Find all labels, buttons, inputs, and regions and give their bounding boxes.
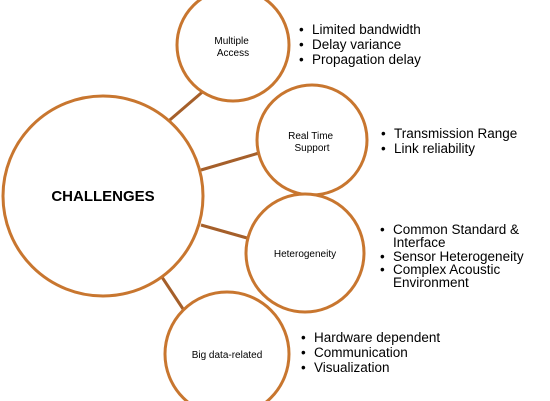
bullet-dot: • (299, 52, 304, 67)
bullet-item: Transmission Range (394, 126, 517, 141)
bullet-item: Sensor Heterogeneity (393, 249, 524, 264)
bullet-item: Visualization (314, 360, 390, 375)
node-label-line: Heterogeneity (274, 249, 336, 260)
bullet-item: Link reliability (394, 141, 475, 156)
node-label-line: Multiple (214, 36, 249, 47)
bullet-dot: • (299, 37, 304, 52)
node-circle-heterogeneity (244, 192, 366, 314)
bullet-dot: • (301, 330, 306, 345)
node-label-big-data: Big data-related (192, 350, 263, 361)
bullet-item: Communication (314, 345, 408, 360)
center-label: CHALLENGES (51, 188, 154, 205)
bullet-dot: • (381, 141, 386, 156)
bullet-dot: • (299, 22, 304, 37)
bullet-item: Limited bandwidth (312, 22, 421, 37)
node-circle-multiple-access (175, 0, 291, 103)
node-label-line: Big data-related (192, 350, 263, 361)
bullet-list-real-time-support: • Transmission Range • Link reliability (381, 126, 517, 156)
bullet-item: Common Standard & Interface (393, 222, 523, 250)
bullet-item: Propagation delay (312, 52, 421, 67)
node-label-multiple-access: Multiple Access (214, 36, 251, 59)
node-label-heterogeneity: Heterogeneity (274, 249, 336, 260)
node-label-line: Real Time (288, 131, 333, 142)
bullet-dot: • (380, 222, 385, 237)
node-label-real-time-support: Real Time Support (288, 131, 336, 154)
bullet-list-multiple-access: • Limited bandwidth • Delay variance • P… (299, 22, 421, 67)
bullet-item: Complex Acoustic Environment (393, 262, 504, 290)
bullet-dot: • (301, 345, 306, 360)
bullet-list-heterogeneity: • Common Standard & Interface • Sensor H… (380, 222, 524, 290)
bullet-dot: • (380, 249, 385, 264)
bullet-list-big-data: • Hardware dependent • Communication • V… (301, 330, 440, 375)
node-circle-big-data (163, 290, 291, 401)
node-label-line: Access (217, 48, 249, 59)
center-circle (1, 94, 205, 298)
bullet-item: Hardware dependent (314, 330, 440, 345)
bullet-dot: • (301, 360, 306, 375)
bullet-dot: • (381, 126, 386, 141)
bullet-dot: • (380, 262, 385, 277)
node-label-line: Support (294, 143, 329, 154)
connector-heterogeneity (200, 223, 248, 240)
bullet-item: Delay variance (312, 37, 401, 52)
connector-real-time-support (200, 151, 260, 172)
